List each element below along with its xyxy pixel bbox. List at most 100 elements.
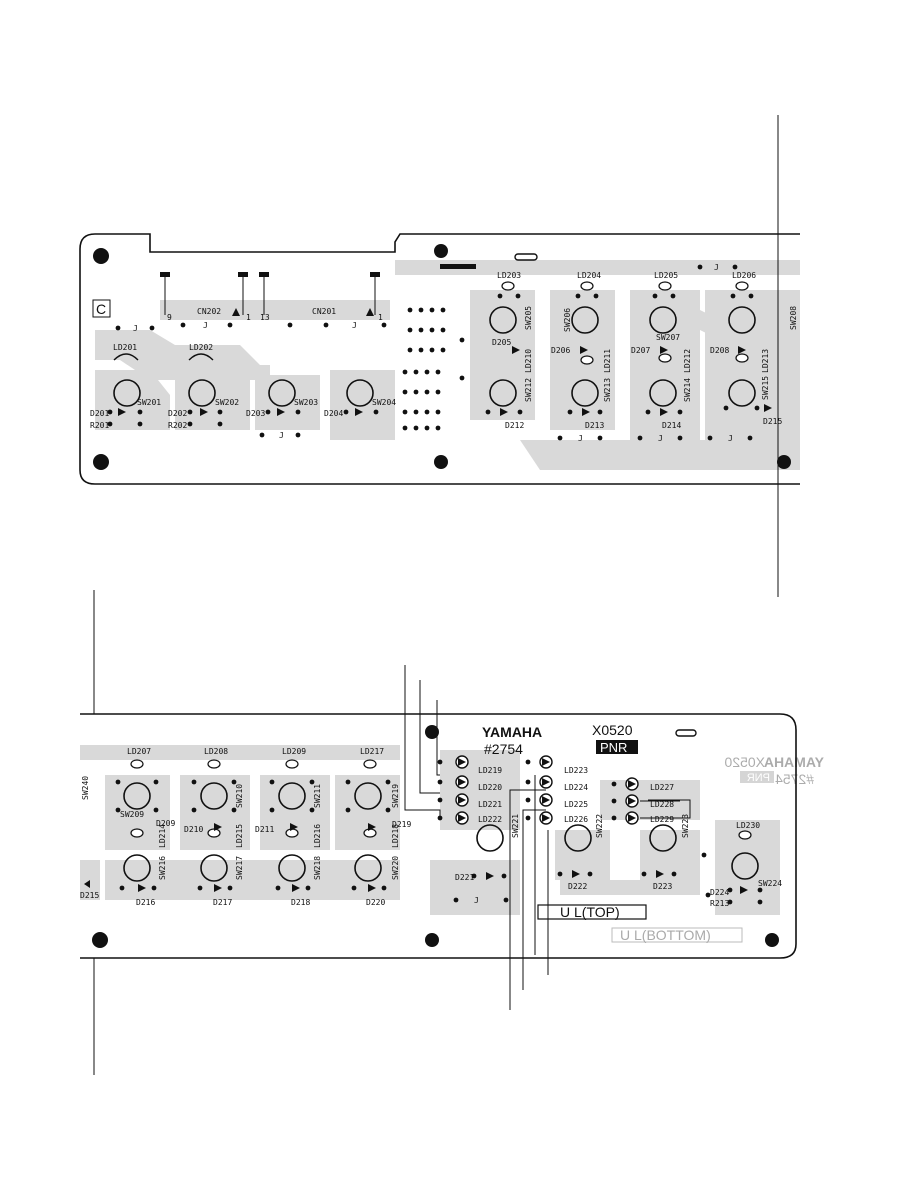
led-label: LD230 <box>736 821 760 830</box>
diode-label: D222 <box>568 882 587 891</box>
diode-label: D210 <box>184 825 203 834</box>
switch-label: SW218 <box>313 856 322 880</box>
led-label: LD213 <box>761 349 770 373</box>
jumper-label: J <box>578 434 583 443</box>
mount-hole <box>93 248 109 264</box>
bottom-pads <box>115 759 763 905</box>
diode-label: D204 <box>324 409 343 418</box>
board-slot <box>514 253 538 261</box>
switch-label: SW210 <box>235 784 244 808</box>
led-label: LD214 <box>158 824 167 848</box>
connector-tab <box>370 272 380 277</box>
pnr-label: PNR <box>600 740 627 755</box>
corner-letter: C <box>96 301 106 317</box>
mount-hole <box>425 725 439 739</box>
board-number: #2754 <box>484 741 523 757</box>
led-label: LD229 <box>650 815 674 824</box>
bottom-vertical-labels: SW240 SW210 SW211 SW219 SW216 SW217 SW21… <box>81 776 690 880</box>
jumper-label: J <box>352 321 357 330</box>
jumper-label: J <box>133 324 138 333</box>
led-label: LD201 <box>113 343 137 352</box>
top-diode-symbols <box>118 346 772 416</box>
led-label: LD222 <box>478 815 502 824</box>
connector-pin-left: 9 <box>167 313 172 322</box>
led-label: LD228 <box>650 800 674 809</box>
jumper-label: J <box>714 263 719 272</box>
diode-label: D216 <box>136 898 155 907</box>
diode-label: D219 <box>392 820 411 829</box>
diode-label: D202 <box>168 409 187 418</box>
resistor-label: R213 <box>710 899 729 908</box>
connector-pin-left: 13 <box>260 313 270 322</box>
jumper-label: J <box>658 434 663 443</box>
switch-label: SW220 <box>391 856 400 880</box>
connector-tab <box>160 272 170 277</box>
led-label: LD202 <box>189 343 213 352</box>
switch-label: SW215 <box>761 376 770 400</box>
switch-label: SW224 <box>758 879 782 888</box>
diode-label: D203 <box>246 409 265 418</box>
jumper-label: J <box>728 434 733 443</box>
diode-label: D221 <box>455 873 474 882</box>
mount-hole <box>92 932 108 948</box>
mount-hole <box>434 244 448 258</box>
led-label: LD223 <box>564 766 588 775</box>
diode-label: D207 <box>631 346 650 355</box>
led-label: LD205 <box>654 271 678 280</box>
mirror-pnr-box <box>740 771 774 783</box>
led-label: LD227 <box>650 783 674 792</box>
led-label: LD216 <box>313 824 322 848</box>
top-jumper-labels: J J J J J J J J <box>133 263 733 443</box>
part-code: X0520 <box>592 722 633 738</box>
mirror-pnr: PNR <box>747 772 770 784</box>
led-label: LD224 <box>564 783 588 792</box>
diode-label: D213 <box>585 421 604 430</box>
led-label: LD206 <box>732 271 756 280</box>
pin1-marker <box>232 308 240 316</box>
switch-label: SW208 <box>789 306 798 330</box>
led-label: LD219 <box>478 766 502 775</box>
led-label: LD209 <box>282 747 306 756</box>
led-label: LD225 <box>564 800 588 809</box>
layer-bottom-box <box>611 927 743 943</box>
led-label: LD208 <box>204 747 228 756</box>
bottom-led-symbols <box>130 755 752 840</box>
bottom-switch-rings <box>123 782 759 882</box>
switch-label: SW206 <box>563 308 572 332</box>
mirror-part-code: X0520 <box>724 754 765 770</box>
diode-label: D214 <box>662 421 681 430</box>
switch-label: SW202 <box>215 398 239 407</box>
top-pad-grid <box>107 264 760 441</box>
switch-label: SW221 <box>511 814 520 838</box>
board-slot <box>675 729 697 737</box>
switch-label: SW216 <box>158 856 167 880</box>
connector-pin-right: 1 <box>246 313 251 322</box>
led-label: LD217 <box>360 747 384 756</box>
mount-hole <box>765 933 779 947</box>
led-label: LD226 <box>564 815 588 824</box>
switch-label: SW214 <box>683 378 692 402</box>
diode-label: D209 <box>156 819 175 828</box>
diode-label: D223 <box>653 882 672 891</box>
switch-label: SW217 <box>235 856 244 880</box>
diode-label: D218 <box>291 898 310 907</box>
bottom-jumper-labels: J <box>474 896 479 905</box>
bottom-traces <box>80 745 780 915</box>
led-label: LD218 <box>391 824 400 848</box>
resistor-label: R201 <box>90 421 109 430</box>
resistor-label: R202 <box>168 421 187 430</box>
connector-tab <box>238 272 248 277</box>
led-label: LD220 <box>478 783 502 792</box>
switch-label: SW211 <box>313 784 322 808</box>
jumper-label: J <box>474 896 479 905</box>
mount-hole <box>777 455 791 469</box>
led-label: LD212 <box>683 349 692 373</box>
led-label: LD203 <box>497 271 521 280</box>
pin1-marker <box>366 308 374 316</box>
connector-tab <box>259 272 269 277</box>
mirror-brand: YAMAHA <box>764 754 824 770</box>
board-slot <box>440 264 476 269</box>
led-label: LD207 <box>127 747 151 756</box>
diode-label: D205 <box>492 338 511 347</box>
